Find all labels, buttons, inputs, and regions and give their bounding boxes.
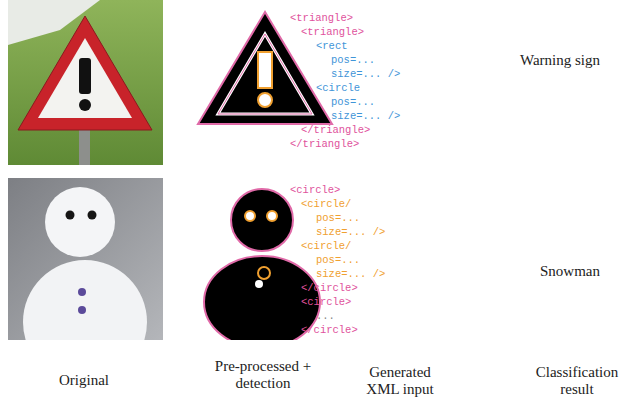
warning-sign-photo — [8, 0, 163, 165]
column-caption: Original — [34, 372, 134, 389]
class-result: Snowman — [540, 263, 600, 280]
column-caption: Classification result — [522, 364, 632, 398]
xml-code-line: size=... /> — [316, 226, 385, 239]
xml-code-line: <triangle> — [290, 12, 353, 25]
xml-code-line: <circle> — [290, 184, 340, 197]
xml-code-line: <triangle> — [301, 26, 364, 39]
xml-code-line: </circle> — [301, 324, 358, 337]
xml-code-line: <circle/ — [301, 198, 351, 211]
xml-code-line: pos=... — [331, 54, 375, 67]
xml-code-line: pos=... — [316, 254, 360, 267]
xml-code-line: pos=... — [331, 96, 375, 109]
snowman-detection — [204, 189, 320, 340]
xml-code-line: size=... /> — [331, 68, 400, 81]
snowman-photo — [8, 178, 163, 340]
xml-code-line: <rect — [316, 40, 348, 53]
xml-code-line: </circle> — [301, 282, 358, 295]
column-caption: Pre-processed + detection — [208, 358, 318, 392]
xml-code-line: ... — [316, 310, 335, 323]
xml-code-line: size=... /> — [331, 110, 400, 123]
xml-code-line: <circle/ — [301, 240, 351, 253]
xml-code-line: </triangle> — [290, 138, 359, 151]
xml-code-line: size=... /> — [316, 268, 385, 281]
class-result: Warning sign — [520, 52, 600, 69]
xml-code-line: </triangle> — [301, 124, 370, 137]
column-caption: Generated XML input — [355, 364, 445, 398]
xml-code-line: <circle — [316, 82, 360, 95]
xml-code-line: <circle> — [301, 296, 351, 309]
xml-code-line: pos=... — [316, 212, 360, 225]
